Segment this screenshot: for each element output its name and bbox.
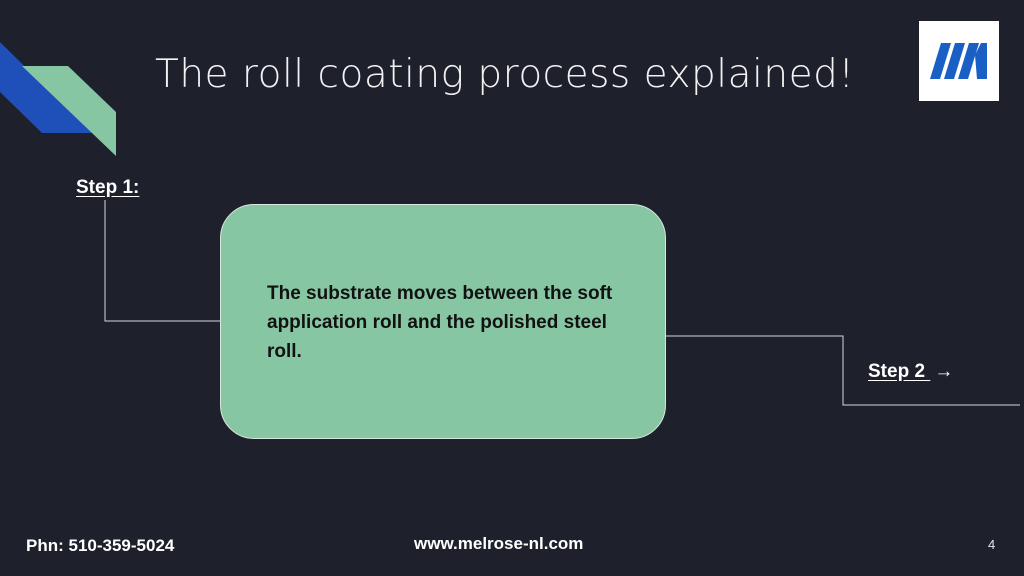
slide-title: The roll coating process explained! — [155, 52, 855, 97]
step-2-label: Step 2 — [868, 361, 926, 382]
corner-decoration — [0, 42, 116, 156]
melrose-logo-icon — [919, 21, 999, 101]
page-number: 4 — [988, 537, 996, 552]
arrow-right-icon: → — [934, 361, 954, 382]
footer-website-link[interactable]: www.melrose-nl.com — [414, 534, 584, 553]
step-1-box: The substrate moves between the soft app… — [220, 204, 666, 439]
footer-phone: Phn: 510-359-5024 — [26, 536, 175, 555]
step-1-description: The substrate moves between the soft app… — [267, 283, 613, 362]
step-1-link[interactable]: Step 1: — [76, 177, 140, 198]
step-2-link[interactable]: Step 2 → — [868, 361, 953, 383]
step2-connector — [666, 335, 1020, 406]
step1-connector — [104, 200, 220, 322]
corner-deco-green-stripe — [22, 66, 116, 156]
